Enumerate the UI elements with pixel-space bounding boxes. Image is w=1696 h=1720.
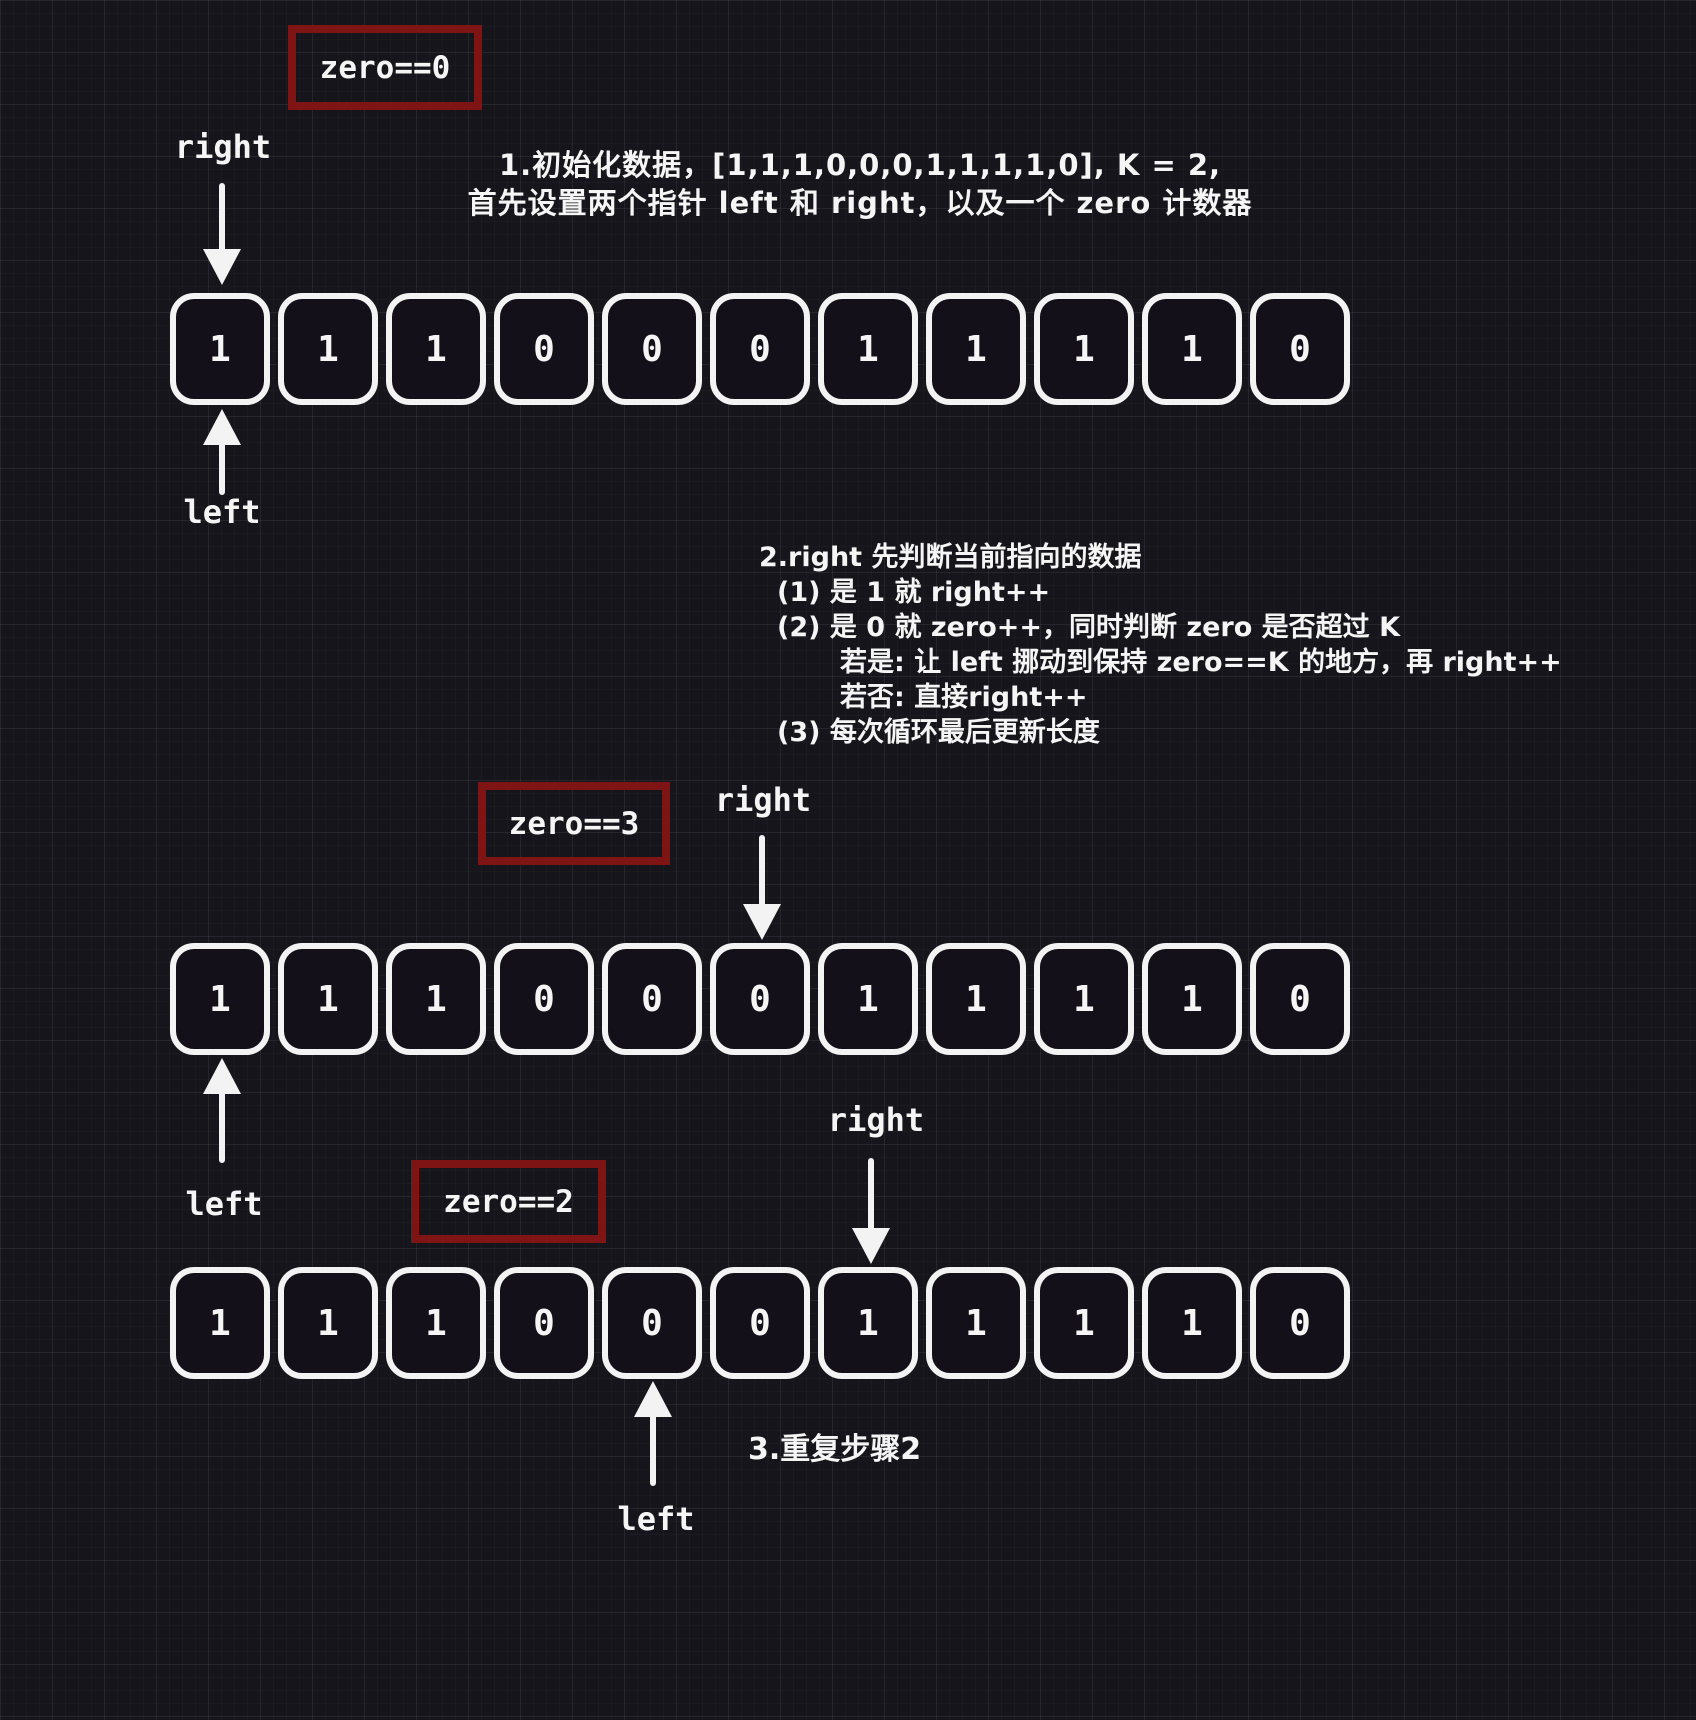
arrow-head-up-icon xyxy=(634,1381,672,1417)
array-cell: 1 xyxy=(278,1267,378,1379)
left-pointer-label-row3: left xyxy=(617,1500,695,1538)
array-cell: 0 xyxy=(602,943,702,1055)
zero-counter-initial-text: zero==0 xyxy=(319,49,451,86)
array-cell: 1 xyxy=(1142,943,1242,1055)
array-cell: 1 xyxy=(926,943,1026,1055)
step2-line: 2.right 先判断当前指向的数据 xyxy=(759,542,1142,573)
right-pointer-label-row2: right xyxy=(714,781,812,819)
array-cell: 0 xyxy=(710,1267,810,1379)
array-cell: 0 xyxy=(494,943,594,1055)
arrow-head-down-icon xyxy=(852,1228,890,1264)
step2-line: (1) 是 1 就 right++ xyxy=(777,577,1051,608)
array-cell: 1 xyxy=(278,943,378,1055)
step2-line: (2) 是 0 就 zero++，同时判断 zero 是否超过 K xyxy=(777,612,1401,643)
step2-line: 若是: 让 left 挪动到保持 zero==K 的地方，再 right++ xyxy=(840,647,1562,678)
arrow-stem xyxy=(219,1088,225,1163)
arrow-stem xyxy=(219,183,225,255)
arrow-stem xyxy=(650,1411,656,1486)
arrow-stem xyxy=(219,439,225,495)
arrow-head-up-icon xyxy=(203,409,241,445)
array-cell: 1 xyxy=(818,1267,918,1379)
array-cell: 1 xyxy=(1142,293,1242,405)
array-cell: 1 xyxy=(170,943,270,1055)
zero-counter-adjusted: zero==2 xyxy=(411,1160,606,1243)
zero-counter-exceeded: zero==3 xyxy=(478,782,670,865)
array-cell: 1 xyxy=(1034,1267,1134,1379)
array-cell: 1 xyxy=(386,1267,486,1379)
array-cell: 1 xyxy=(386,943,486,1055)
array-cell: 1 xyxy=(170,293,270,405)
arrow-head-up-icon xyxy=(203,1058,241,1094)
zero-counter-initial: zero==0 xyxy=(288,25,482,110)
array-cell: 0 xyxy=(1250,1267,1350,1379)
arrow-head-down-icon xyxy=(203,249,241,285)
array-cell: 1 xyxy=(1142,1267,1242,1379)
array-cell: 1 xyxy=(1034,293,1134,405)
array-cell: 1 xyxy=(170,1267,270,1379)
step1-description: 1.初始化数据，[1,1,1,0,0,0,1,1,1,1,0], K = 2, … xyxy=(430,146,1290,222)
array-cell: 0 xyxy=(710,293,810,405)
array-cell: 1 xyxy=(818,293,918,405)
left-pointer-label-row2: left xyxy=(185,1185,263,1223)
zero-counter-exceeded-text: zero==3 xyxy=(508,805,640,842)
array-cell: 0 xyxy=(602,293,702,405)
step1-line2: 首先设置两个指针 left 和 right，以及一个 zero 计数器 xyxy=(467,186,1253,220)
left-pointer-label-row1: left xyxy=(183,493,261,531)
right-pointer-label-row3: right xyxy=(827,1101,925,1139)
arrow-stem xyxy=(868,1158,874,1234)
arrow-stem xyxy=(759,835,765,910)
array-cell: 0 xyxy=(1250,293,1350,405)
array-cell: 0 xyxy=(710,943,810,1055)
step2-line: (3) 每次循环最后更新长度 xyxy=(777,717,1100,748)
step3-description: 3.重复步骤2 xyxy=(748,1432,922,1467)
array-cell: 1 xyxy=(926,1267,1026,1379)
array-cell: 1 xyxy=(926,293,1026,405)
array-cell: 0 xyxy=(494,1267,594,1379)
array-cell: 1 xyxy=(386,293,486,405)
zero-counter-adjusted-text: zero==2 xyxy=(443,1183,574,1220)
step2-description: 2.right 先判断当前指向的数据 (1) 是 1 就 right++ (2)… xyxy=(759,540,1562,750)
array-cell: 1 xyxy=(1034,943,1134,1055)
step2-line: 若否: 直接right++ xyxy=(840,682,1088,713)
array-cell: 0 xyxy=(1250,943,1350,1055)
array-cell: 1 xyxy=(278,293,378,405)
array-cell: 0 xyxy=(494,293,594,405)
array-cell: 0 xyxy=(602,1267,702,1379)
step1-line1: 1.初始化数据，[1,1,1,0,0,0,1,1,1,1,0], K = 2, xyxy=(498,148,1222,182)
right-pointer-label-row1: right xyxy=(174,128,272,166)
arrow-head-down-icon xyxy=(743,904,781,940)
array-cell: 1 xyxy=(818,943,918,1055)
